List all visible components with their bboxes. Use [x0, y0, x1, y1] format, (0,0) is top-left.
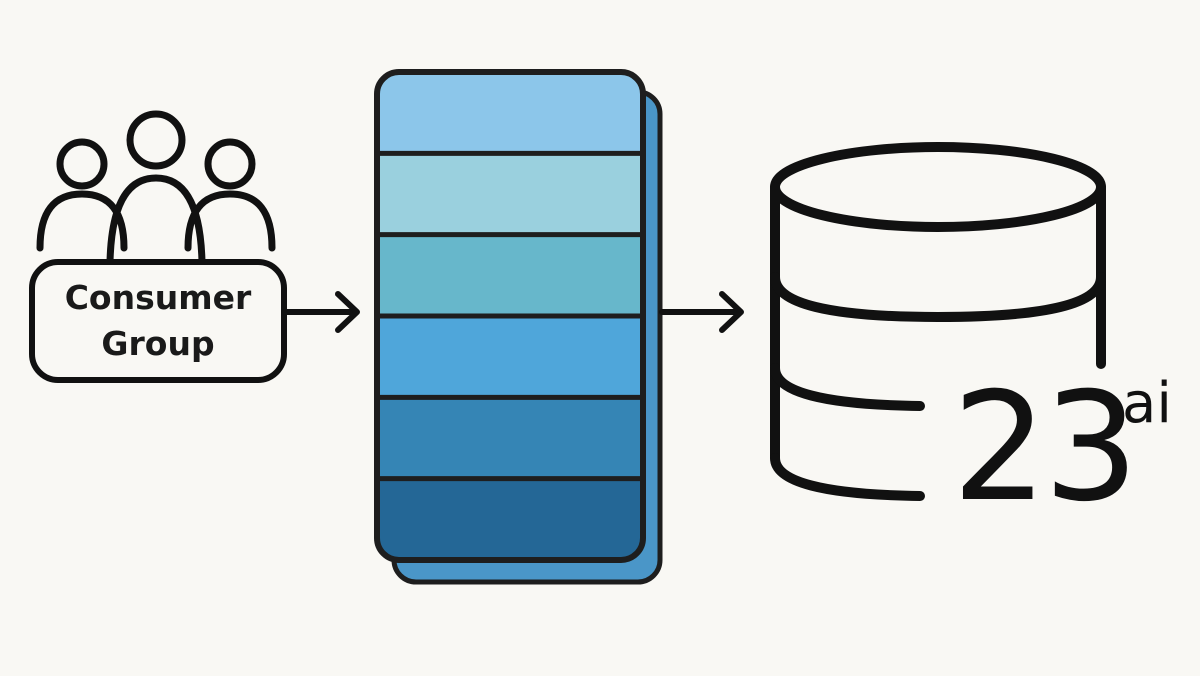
arrow-consumer-to-queue — [281, 291, 360, 333]
queue-front-card — [374, 69, 646, 563]
database-ring-1 — [770, 272, 1106, 323]
queue-segment-5 — [377, 397, 643, 480]
database-icon — [770, 142, 1106, 501]
queue-segment-4 — [377, 316, 643, 399]
message-queue — [374, 69, 646, 563]
database-bottom — [770, 453, 925, 501]
version-number: 23 — [952, 361, 1139, 535]
person-center-head — [126, 110, 186, 170]
person-left-body — [36, 190, 128, 252]
person-center-body — [106, 174, 206, 266]
person-right-head — [204, 138, 256, 190]
database-ring-2 — [770, 363, 925, 411]
queue-segment-2 — [377, 153, 643, 236]
database-version-badge: 23 ai — [952, 368, 1192, 528]
queue-dividers — [377, 150, 643, 482]
queue-segments — [377, 72, 643, 560]
consumer-group-line1: Consumer — [64, 278, 252, 317]
arrow-queue-to-database — [659, 291, 744, 333]
person-right-body — [184, 190, 276, 252]
consumer-group-label: Consumer Group — [32, 262, 284, 380]
consumer-group-line2: Group — [101, 324, 215, 363]
consumer-group-box — [29, 259, 287, 383]
queue-segment-1 — [377, 72, 643, 155]
people-icon — [36, 110, 276, 266]
person-left-head — [56, 138, 108, 190]
queue-segment-6 — [377, 478, 643, 560]
database-top — [770, 142, 1106, 232]
version-suffix: ai — [1122, 371, 1172, 436]
queue-segment-3 — [377, 234, 643, 317]
